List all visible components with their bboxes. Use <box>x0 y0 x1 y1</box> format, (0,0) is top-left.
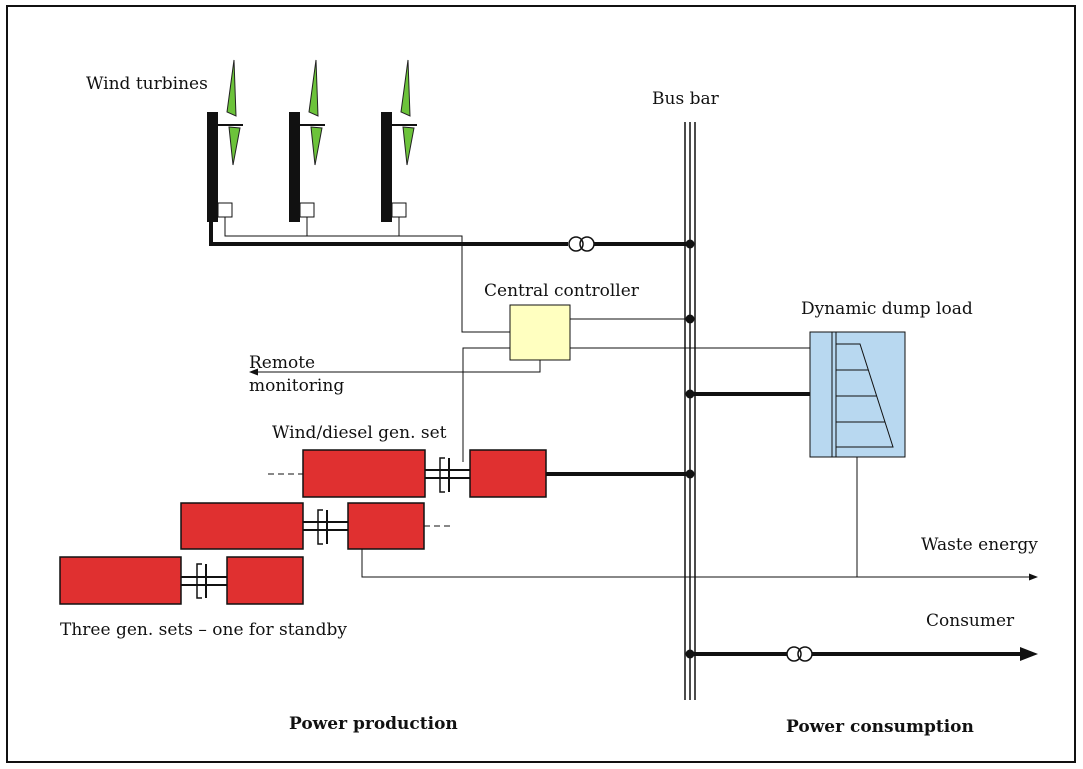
turbine-control-line <box>224 217 510 333</box>
diesel-genset-3 <box>59 556 304 605</box>
turbine-tower <box>381 112 392 222</box>
diesel-engine <box>180 502 304 550</box>
diesel-genset-1 <box>268 449 547 498</box>
dump-load-box <box>809 331 906 458</box>
remote-monitoring-line <box>256 360 541 373</box>
turbine-generator-box <box>299 202 315 218</box>
generator <box>226 556 304 605</box>
turbine-blade-upper <box>308 59 319 117</box>
transformer-symbol <box>797 646 813 662</box>
generator <box>469 449 547 498</box>
three-gen-sets-label: Three gen. sets – one for standby <box>60 620 347 640</box>
controller-genset-line <box>462 347 510 462</box>
genset-clutch <box>196 563 202 599</box>
diesel-engine <box>302 449 426 498</box>
transformer-symbol <box>568 236 584 252</box>
dynamic-dump-load-label: Dynamic dump load <box>801 299 973 319</box>
central-controller-box <box>509 304 571 361</box>
turbine-generator-box <box>217 202 233 218</box>
bus-junction <box>685 239 695 249</box>
central-controller-label: Central controller <box>484 281 639 301</box>
power-production-label: Power production <box>289 714 458 734</box>
turbine-power-line <box>209 222 568 246</box>
diesel-engine <box>59 556 182 605</box>
bus-bar-label: Bus bar <box>652 89 719 109</box>
waste-energy-label: Waste energy <box>921 535 1038 555</box>
power-consumption-label: Power consumption <box>786 717 974 737</box>
genset-clutch <box>317 509 323 545</box>
remote-monitoring-label: Remote monitoring <box>249 353 345 396</box>
remote-monitoring-arrow <box>249 368 258 376</box>
consumer-arrow <box>1020 647 1038 661</box>
turbine-tower <box>289 112 300 222</box>
transformer-symbol <box>786 646 802 662</box>
transformer-symbol <box>579 236 595 252</box>
turbine-blade-lower <box>402 126 415 166</box>
turbine-blade-upper <box>226 59 237 117</box>
turbine-blade-lower <box>228 126 241 166</box>
generator <box>347 502 425 550</box>
turbine-blade-upper <box>400 59 411 117</box>
wind-turbines-label: Wind turbines <box>86 74 208 94</box>
bus-bar <box>684 122 696 700</box>
wind-diesel-gen-set-label: Wind/diesel gen. set <box>272 423 447 443</box>
wind-turbine-2 <box>289 59 325 222</box>
turbine-generator-box <box>391 202 407 218</box>
waste-energy-arrow <box>1029 573 1038 581</box>
consumer-label: Consumer <box>926 611 1015 631</box>
turbine-blade-lower <box>310 126 323 166</box>
wind-turbine-1 <box>207 59 243 222</box>
diesel-genset-2 <box>180 502 450 550</box>
diagram-frame <box>6 5 1076 763</box>
genset-clutch <box>439 457 445 493</box>
turbine-tower <box>207 112 218 222</box>
wind-turbine-3 <box>381 59 417 222</box>
waste-energy-line <box>361 549 1030 578</box>
